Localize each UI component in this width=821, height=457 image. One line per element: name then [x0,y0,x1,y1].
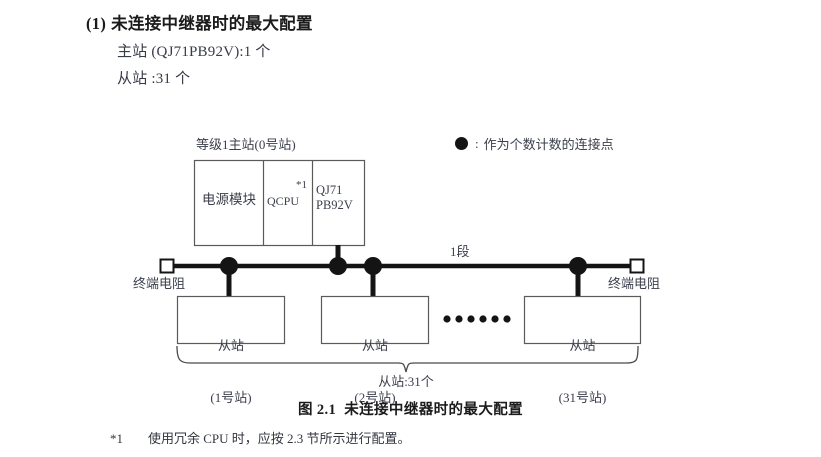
filled-circle-icon [455,137,468,150]
slave-31-line1: 从站 [569,338,596,354]
slave-2-line1: 从站 [361,338,388,354]
heading-sub-line-slave: 从站 :31 个 [117,71,191,87]
footnote-text: 使用冗余 CPU 时，应按 2.3 节所示进行配置。 [148,431,411,446]
bus-node-4 [569,257,587,275]
legend: : 作为个数计数的连接点 [455,134,614,153]
slave-1-line1: 从站 [217,338,244,354]
slave-2-box [320,295,430,345]
slave-31-line2: (31号站) [558,389,607,405]
ellipsis-dots [443,315,511,323]
segment-label: 1段 [450,244,470,259]
slave-31-label: 从站 (31号站) [524,303,641,440]
legend-colon: : [475,135,479,151]
qcpu-label: QCPU [267,194,300,208]
master-module-box [193,159,366,247]
slave-2-label: 从站 (2号站) [321,303,429,440]
slave-group-label: 从站:31个 [378,374,434,389]
master-station-caption: 等级1主站(0号站) [196,137,296,152]
figure-caption: 图 2.1 未连接中继器时的最大配置 [297,402,524,418]
page-title: (1) 未连接中继器时的最大配置 [86,10,706,34]
legend-label: 作为个数计数的连接点 [483,137,614,152]
terminator-square-left [159,258,175,274]
heading-sub-line-master: 主站 (QJ71PB92V):1 个 [117,44,271,60]
network-module-label: QJ71 PB92V [316,183,353,212]
terminator-label-left: 终端电阻 [133,276,186,291]
slave-1-label: 从站 (1号站) [177,303,285,440]
power-module-label: 电源模块 [202,192,256,207]
bus-node-2 [329,257,347,275]
footnote-mark: *1 [110,431,123,446]
heading-text: 未连接中继器时的最大配置 [111,14,313,33]
terminator-square-right [629,258,645,274]
terminator-label-right: 终端电阻 [608,276,661,291]
bus-node-3 [364,257,382,275]
heading-number: (1) [86,14,107,33]
slave-1-line2: (1号站) [210,389,252,405]
heading-block: (1) 未连接中继器时的最大配置 主站 (QJ71PB92V):1 个 从站 :… [86,10,706,88]
bus-node-1 [220,257,238,275]
slave-group-brace [176,345,639,373]
footnote: *1 使用冗余 CPU 时，应按 2.3 节所示进行配置。 [110,428,411,447]
slave-1-box [176,295,286,345]
slave-2-line2: (2号站) [354,389,396,405]
qcpu-footnote-mark: *1 [296,179,307,191]
slave-31-box [523,295,642,345]
